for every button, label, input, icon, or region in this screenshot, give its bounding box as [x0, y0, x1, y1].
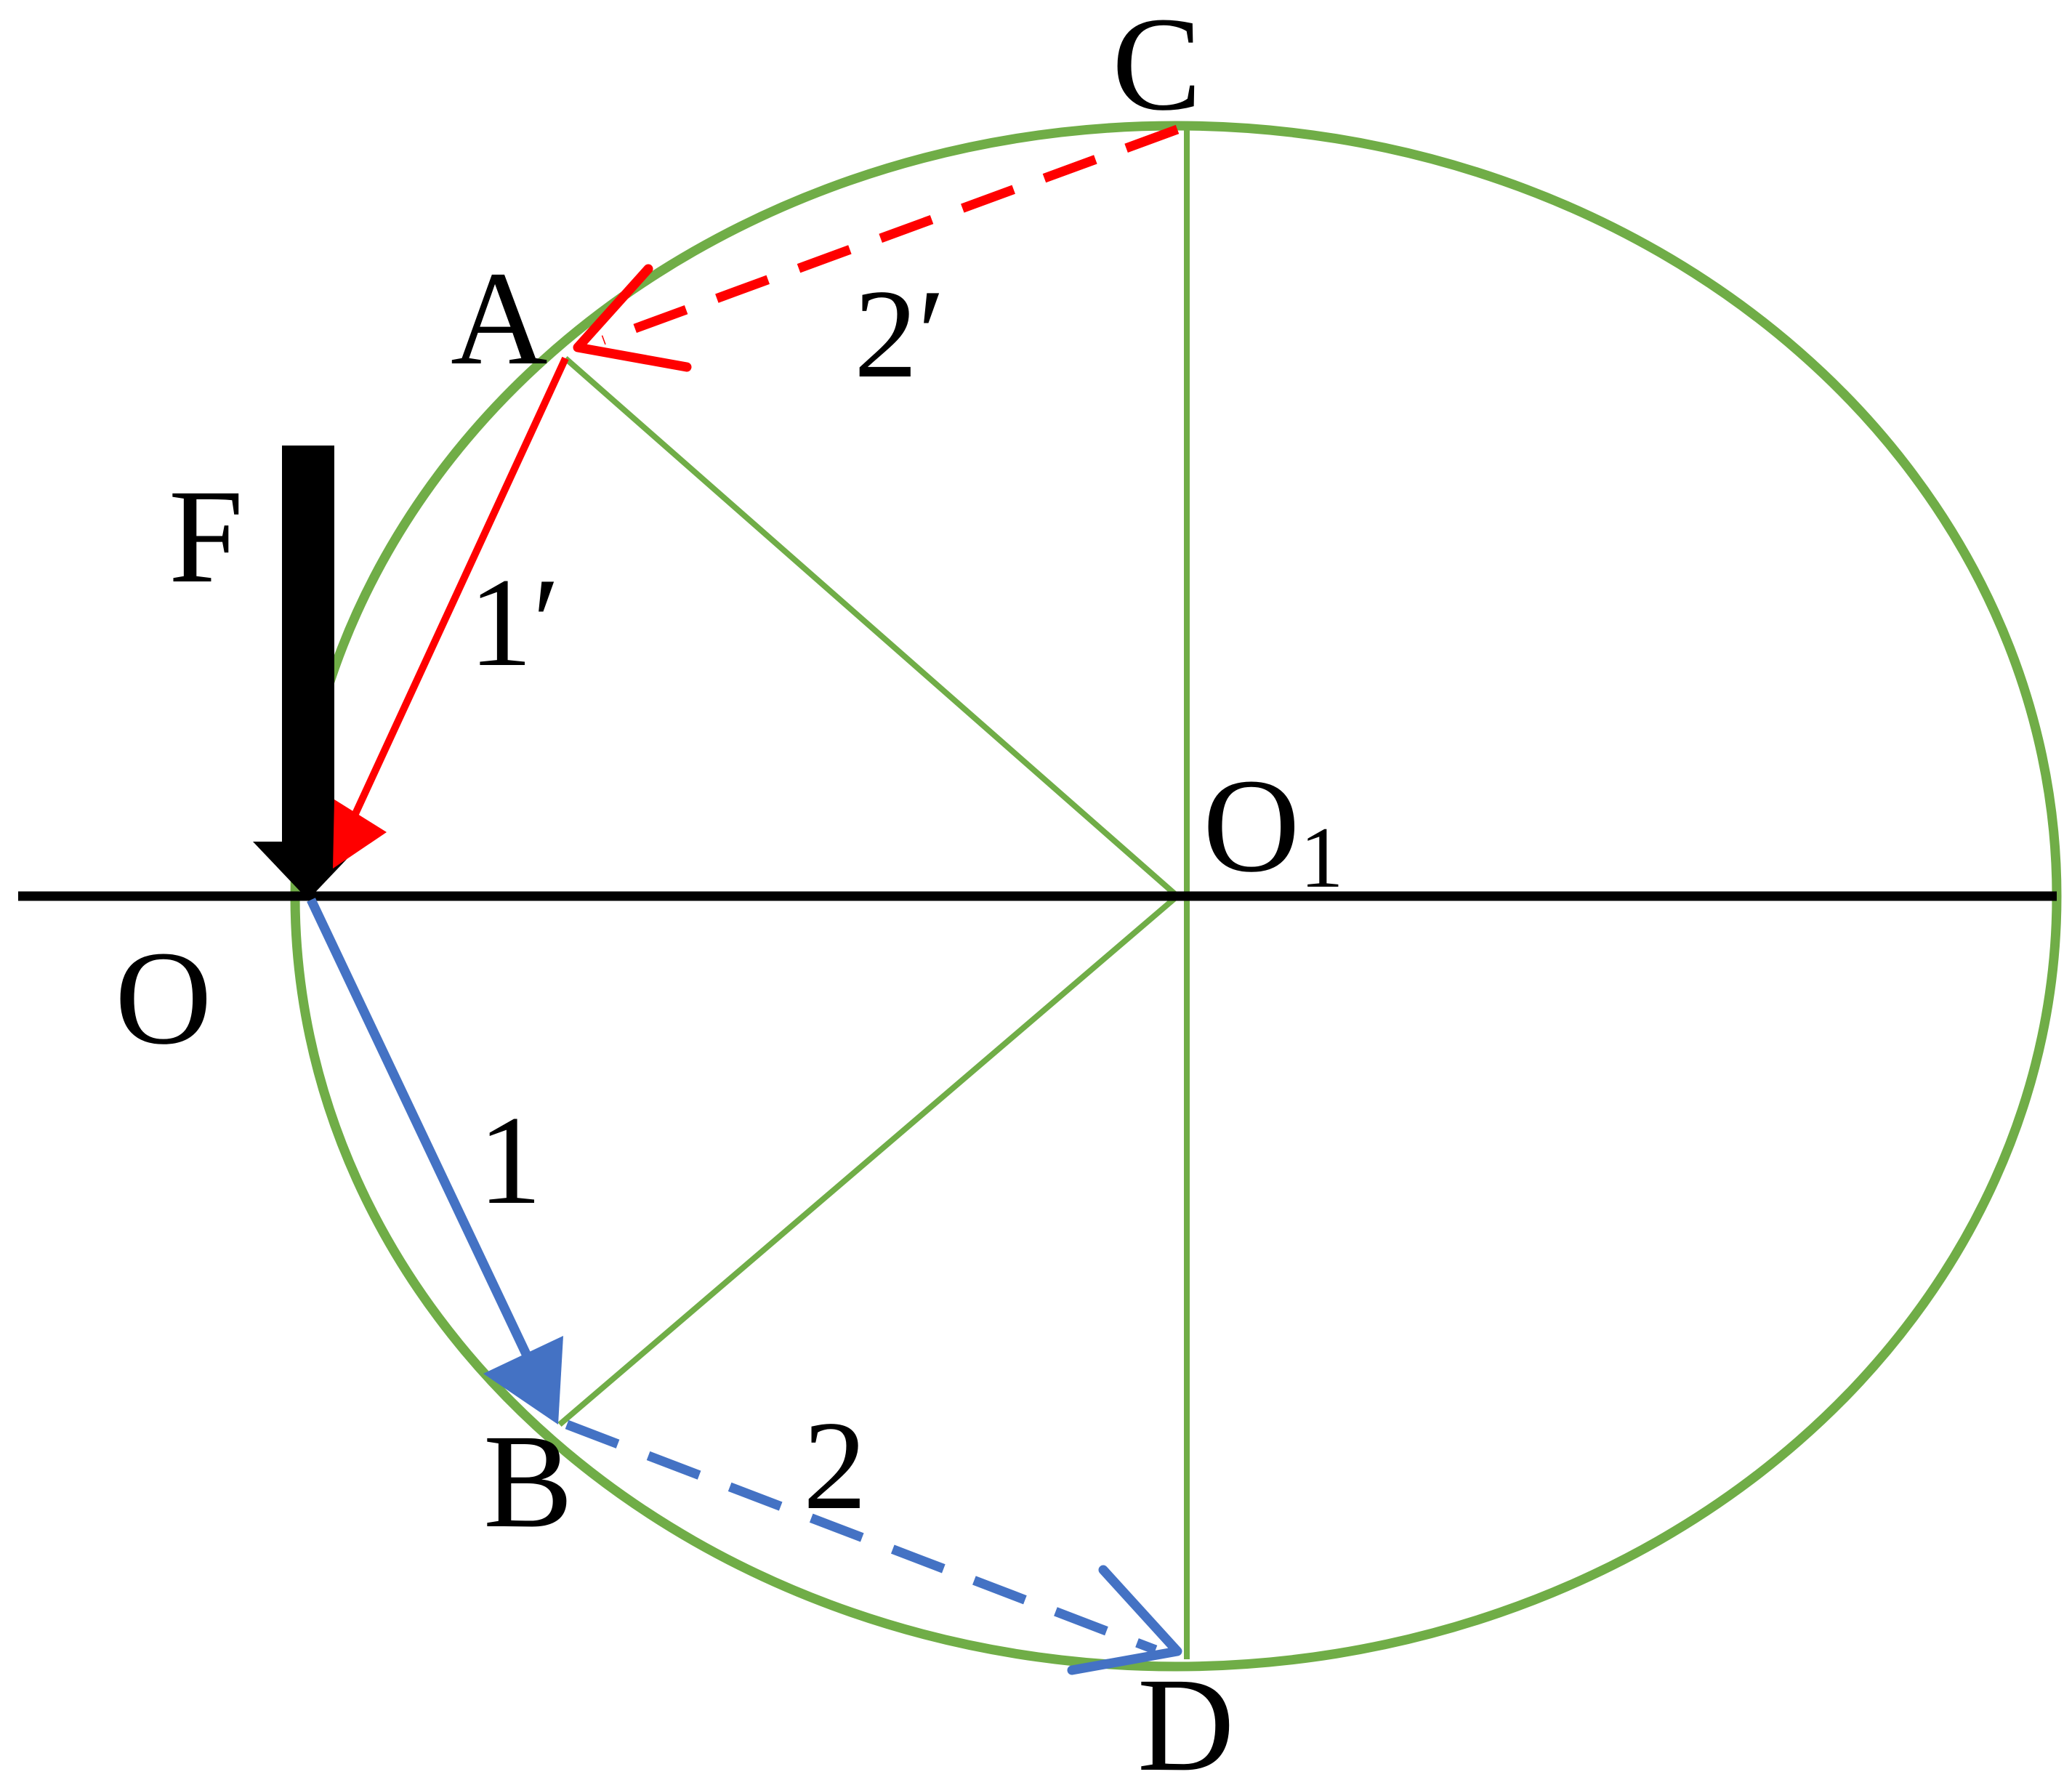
point-label-d: D — [1137, 1651, 1235, 1785]
force-arrow-f — [253, 446, 363, 900]
point-label-o1-main: O — [1203, 752, 1300, 900]
path-2-arrow — [565, 1419, 1182, 1675]
point-label-o1: O1 — [1203, 752, 1344, 906]
path-label-2: 2 — [803, 1395, 867, 1536]
point-label-o1-subscript: 1 — [1300, 809, 1344, 906]
path-1-arrow — [307, 898, 563, 1425]
point-label-a: A — [451, 244, 548, 393]
radius-o1-a — [563, 355, 1180, 899]
force-label-f: F — [169, 462, 243, 611]
radius-o1-b — [557, 893, 1180, 1427]
point-label-b: B — [483, 1407, 573, 1556]
path-1-prime-arrow — [333, 356, 569, 869]
point-label-c: C — [1112, 0, 1201, 139]
point-label-o: O — [115, 924, 212, 1073]
path-2-prime-arrow — [573, 124, 1180, 372]
path-label-1-prime: 1′ — [469, 552, 560, 693]
path-label-1: 1 — [478, 1089, 542, 1230]
path-label-2-prime: 2′ — [854, 263, 946, 404]
